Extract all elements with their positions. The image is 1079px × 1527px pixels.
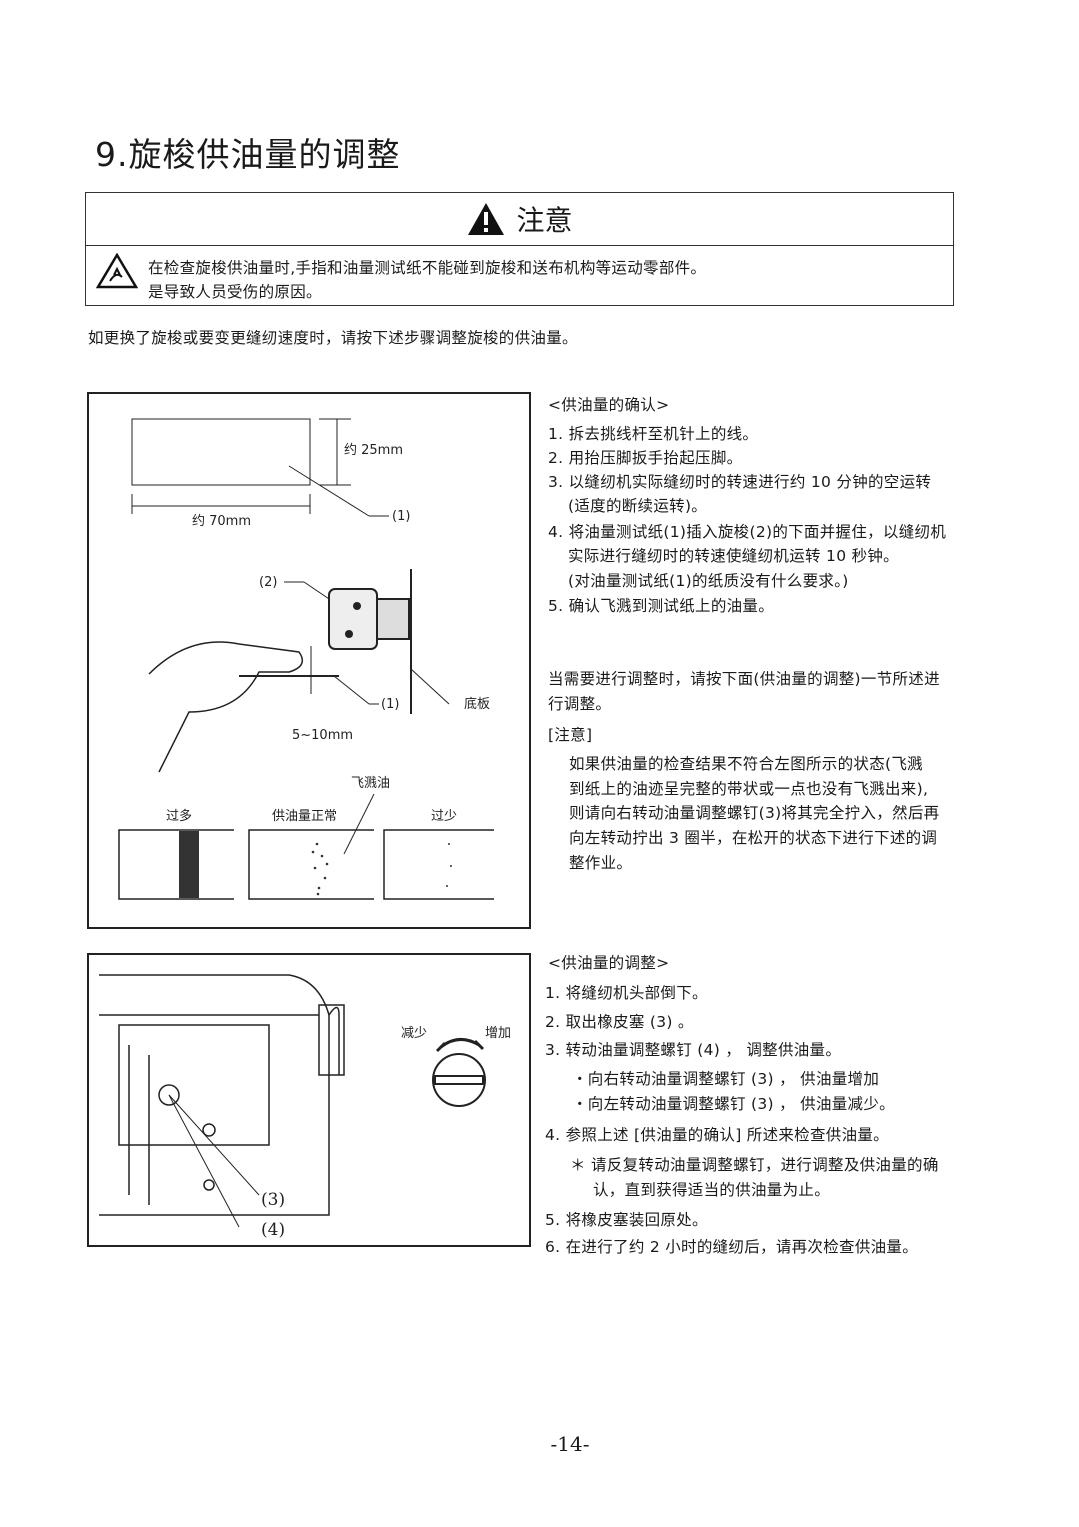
too-little-sample	[446, 843, 452, 887]
hand-drawing	[148, 641, 304, 773]
note-line: 如果供油量的检查结果不符合左图所示的状态(飞溅	[569, 755, 923, 773]
adjust-substep: ・向右转动油量调整螺钉 (3) ， 供油量增加	[572, 1070, 880, 1088]
adjust-substep: ・向左转动油量调整螺钉 (3) ， 供油量减少。	[572, 1095, 895, 1113]
spatter-label: 飞溅油	[351, 776, 390, 791]
page-title: 9.旋梭供油量的调整	[95, 135, 401, 174]
too-little-label: 过少	[431, 809, 457, 824]
label-3: (3)	[261, 1190, 285, 1210]
confirm-step: 2. 用抬压脚扳手抬起压脚。	[548, 449, 743, 467]
note-heading: [注意]	[548, 726, 593, 744]
adjust-step: 6. 在进行了约 2 小时的缝纫后，请再次检查供油量。	[545, 1238, 919, 1256]
caution-box: 注意 在检查旋梭供油量时,手指和油量测试纸不能碰到旋梭和送布机构等运动零部件。 …	[85, 192, 954, 306]
confirm-heading: <供油量的确认>	[548, 396, 670, 414]
dim-width-label: 约 70mm	[192, 514, 251, 529]
too-much-label: 过多	[166, 808, 192, 824]
oil-check-figure: 约 25mm 约 70mm (1) (2) (1) 底板 5~10mm 飞溅油	[87, 392, 531, 929]
intro-text: 如更换了旋梭或要变更缝纫速度时，请按下述步骤调整旋梭的供油量。	[88, 329, 578, 347]
increase-label: 增加	[485, 1026, 511, 1041]
caution-line: 是导致人员受伤的原因。	[148, 283, 322, 301]
normal-sample	[311, 842, 329, 896]
gap-label: 5~10mm	[292, 728, 353, 743]
note-line: 则请向右转动油量调整螺钉(3)将其完全拧入，然后再	[569, 804, 940, 822]
label-4: (4)	[261, 1220, 285, 1240]
confirm-step: 1. 拆去挑线杆至机针上的线。	[548, 425, 759, 443]
adjust-step: 1. 将缝纫机头部倒下。	[545, 984, 708, 1002]
note-line: 整作业。	[569, 854, 633, 872]
too-much-sample	[179, 831, 199, 898]
caution-line: 在检查旋梭供油量时,手指和油量测试纸不能碰到旋梭和送布机构等运动零部件。	[148, 259, 707, 277]
confirm-step: (适度的断续运转)。	[568, 497, 708, 515]
screw-icon	[432, 1053, 486, 1107]
adjust-note: 当需要进行调整时，请按下面(供油量的调整)一节所述进	[548, 670, 940, 688]
label-1a: (1)	[392, 509, 410, 524]
test-paper-drawing	[131, 418, 311, 486]
adjust-note: 行调整。	[548, 695, 612, 713]
confirm-step: 4. 将油量测试纸(1)插入旋梭(2)的下面并握住，以缝纫机	[548, 523, 947, 541]
adjust-step: 2. 取出橡皮塞 (3) 。	[545, 1013, 694, 1031]
rotation-arrow-icon	[440, 1038, 480, 1049]
note-line: 向左转动拧出 3 圈半，在松开的状态下进行下述的调	[569, 829, 938, 847]
decrease-label: 减少	[401, 1026, 427, 1041]
caution-heading: 注意	[516, 204, 573, 237]
confirm-step: 实际进行缝纫时的转速使缝纫机运转 10 秒钟。	[568, 547, 899, 565]
confirm-step: 3. 以缝纫机实际缝纫时的转速进行约 10 分钟的空运转	[548, 473, 932, 491]
adjust-step: 4. 参照上述 [供油量的确认] 所述来检查供油量。	[545, 1126, 889, 1144]
base-plate-label: 底板	[464, 696, 490, 712]
confirm-step: (对油量测试纸(1)的纸质没有什么要求。)	[568, 572, 849, 590]
confirm-step: 5. 确认飞溅到测试纸上的油量。	[548, 597, 775, 615]
adjust-step: 3. 转动油量调整螺钉 (4) ， 调整供油量。	[545, 1041, 842, 1059]
hook-drawing	[328, 569, 412, 714]
machine-head-drawing	[99, 974, 345, 1216]
label-2: (2)	[259, 575, 277, 590]
adjust-tip: 认，直到获得适当的供油量为止。	[593, 1181, 831, 1199]
adjust-tip: ＊ 请反复转动油量调整螺钉，进行调整及供油量的确	[570, 1156, 939, 1174]
hand-hazard-icon	[96, 253, 138, 289]
normal-label: 供油量正常	[272, 809, 337, 824]
page-number: -14-	[550, 1432, 590, 1456]
label-1b: (1)	[381, 697, 399, 712]
warning-triangle-icon	[468, 203, 505, 235]
caution-header: 注意	[86, 193, 953, 246]
adjust-step: 5. 将橡皮塞装回原处。	[545, 1211, 708, 1229]
dim-height-label: 约 25mm	[344, 443, 403, 458]
adjust-heading: <供油量的调整>	[548, 954, 670, 972]
oil-adjust-figure: (3) (4) 减少 增加	[87, 953, 531, 1247]
note-line: 到纸上的油迹呈完整的带状或一点也没有飞溅出来),	[569, 780, 929, 798]
